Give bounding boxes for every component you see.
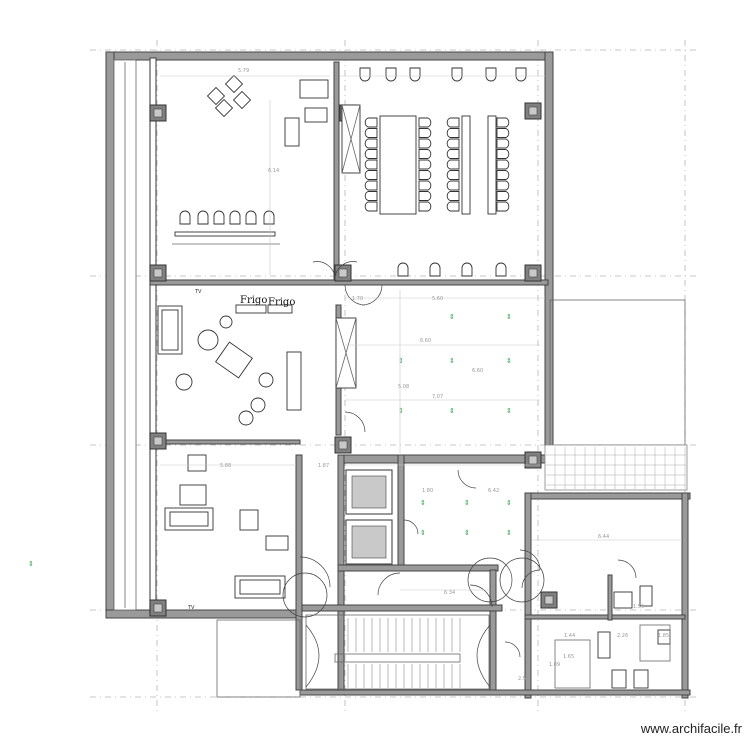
dimension-label: 7.07 (432, 394, 443, 400)
column (334, 264, 352, 282)
light-marker-outside: ⇕ (28, 560, 34, 568)
column (149, 264, 167, 282)
tv-label-bottom: TV (187, 605, 195, 611)
balcony (216, 619, 301, 698)
dimension-label: 1.65 (563, 654, 574, 660)
frigo-label-1: Frigo (240, 295, 267, 306)
dimensions: 5.79 6.14 1.70 5.60 6.60 5.08 7.07 6.60 5.88 1.87… (160, 68, 682, 682)
watermark: www.archifacile.fr (640, 721, 742, 736)
light-marker: ⇕ (464, 529, 470, 537)
staircase (305, 614, 491, 690)
dimension-label: 1.59 (633, 604, 644, 610)
dimension-label: 6.14 (268, 168, 279, 174)
doors (282, 261, 637, 658)
dimension-label: 6.42 (488, 488, 499, 494)
elevators (345, 469, 393, 565)
frigo-label-2: Frigo (268, 297, 295, 308)
light-marker: ⇕ (506, 407, 512, 415)
open-space-lights: ⇕ ⇕ ⇕ ⇕ ⇕ ⇕ ⇕ ⇕ ⇕ ⇕ ⇕ ⇕ ⇕ ⇕ (398, 313, 512, 537)
column (524, 264, 542, 282)
dimension-label: 1.70 (352, 296, 363, 302)
lounge (157, 304, 357, 426)
dimension-label: 2.58 (518, 676, 529, 682)
dimension-label: 5.60 (432, 296, 443, 302)
column (334, 436, 352, 454)
light-marker: ⇕ (398, 407, 404, 415)
dimension-label: 1.85 (658, 633, 669, 639)
light-marker: ⇕ (398, 357, 404, 365)
dimension-label: 1.87 (318, 463, 329, 469)
light-marker: ⇕ (506, 357, 512, 365)
dimension-label: 6.60 (420, 338, 431, 344)
dimension-label: 5.08 (398, 384, 409, 390)
light-marker: ⇕ (449, 357, 455, 365)
tv-label-top: TV (194, 289, 202, 295)
dimension-label: 1.80 (422, 488, 433, 494)
dimension-label: 6.34 (444, 590, 455, 596)
light-marker: ⇕ (420, 529, 426, 537)
dimension-label: 6.44 (598, 534, 609, 540)
dimension-label: 5.79 (238, 68, 249, 74)
dimension-label: 1.09 (549, 662, 560, 668)
column (149, 432, 167, 450)
office-top-left (172, 74, 329, 245)
light-marker: ⇕ (506, 313, 512, 321)
meeting-room (341, 67, 527, 277)
office-bottom-left (164, 454, 289, 599)
light-marker: ⇕ (506, 499, 512, 507)
dimension-label: 5.88 (220, 463, 231, 469)
terrace (544, 299, 688, 491)
light-marker: ⇕ (420, 499, 426, 507)
light-marker: ⇕ (449, 407, 455, 415)
dimension-label: 6.60 (472, 368, 483, 374)
dimension-label: 1.44 (564, 633, 575, 639)
dimension-label: 2.26 (617, 633, 628, 639)
column (524, 451, 542, 469)
bathrooms (554, 585, 671, 689)
light-marker: ⇕ (464, 499, 470, 507)
column (149, 599, 167, 617)
light-marker: ⇕ (449, 313, 455, 321)
column (540, 591, 558, 609)
light-marker: ⇕ (506, 529, 512, 537)
column (149, 104, 167, 122)
column (524, 102, 542, 120)
